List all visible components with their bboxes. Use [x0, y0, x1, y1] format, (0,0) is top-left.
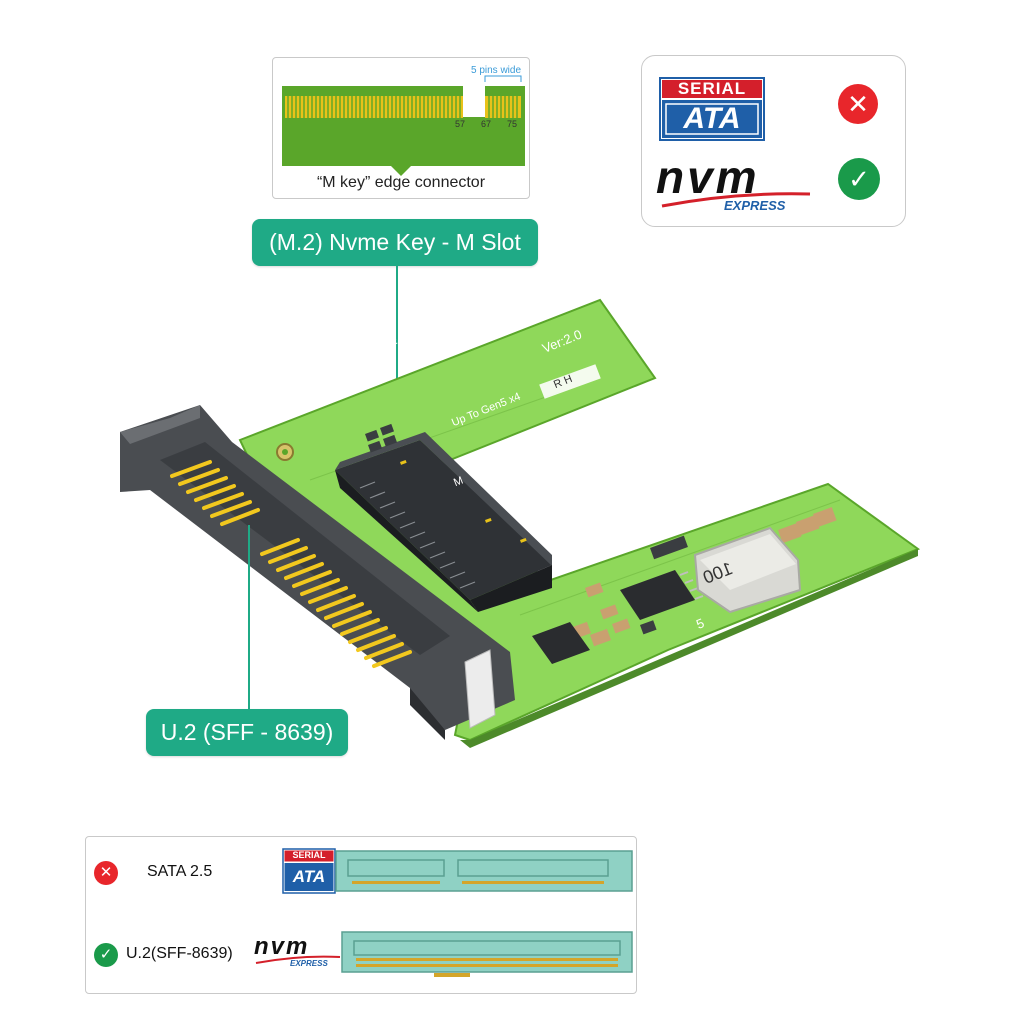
sata-row-logo-line1: SERIAL [292, 850, 326, 860]
smd-components [365, 423, 837, 664]
u2-leader-line [248, 525, 250, 711]
u2-row-compatible-icon: ✓ [94, 943, 118, 967]
edge-connector-card: 5 pins wide 57 67 75 “M key” edge connec… [272, 57, 530, 199]
sata-slot-diagram [335, 850, 633, 892]
nvme-row-logo: nvm EXPRESS [254, 933, 344, 973]
comparison-row-sata: ✕ SATA 2.5 sata SERIAL ATA [86, 837, 636, 915]
pin-number-75: 75 [507, 119, 518, 129]
edge-connector-caption: “M key” edge connector [316, 174, 486, 191]
sata-row-incompatible-icon: ✕ [94, 861, 118, 885]
nvme-row-logo-word: nvm [254, 933, 310, 960]
pin-number-67: 67 [481, 119, 492, 129]
m2-slot-callout: (M.2) Nvme Key - M Slot [252, 219, 538, 266]
nvme-compatible-icon: ✓ [838, 158, 880, 200]
sata-row-logo: sata SERIAL ATA [282, 848, 336, 894]
pin-number-57: 57 [455, 119, 466, 129]
sata-row-logo-line2: ATA [292, 867, 326, 886]
edge-connector-illustration [282, 75, 525, 176]
silk-rh-box [539, 364, 601, 399]
sata-logo: SERIAL ATA [659, 77, 765, 141]
sata-logo-line2: ATA [683, 102, 741, 135]
m2-slot-connector [335, 432, 552, 612]
u2-connector [120, 405, 515, 740]
pins-wide-label: 5 pins wide [471, 65, 522, 76]
sata-incompatible-icon: ✕ [838, 84, 878, 124]
nvme-logo-sub: EXPRESS [724, 198, 786, 213]
u2-callout: U.2 (SFF - 8639) [146, 709, 348, 756]
sata-row-label: SATA 2.5 [147, 863, 213, 880]
nvme-logo: nvm EXPRESS [656, 151, 816, 216]
comparison-card: ✕ SATA 2.5 sata SERIAL ATA ✓ U.2(SFF- [85, 836, 637, 994]
u2-row-label: U.2(SFF-8639) [126, 945, 233, 962]
u2-slot-diagram [341, 931, 633, 977]
compatibility-card: SERIAL ATA ✕ nvm EXPRESS ✓ [641, 55, 906, 227]
nvme-row-logo-sub: EXPRESS [290, 959, 328, 968]
comparison-row-u2: ✓ U.2(SFF-8639) nvm EXPRESS [86, 915, 636, 993]
sata-logo-line1: SERIAL [677, 79, 747, 98]
